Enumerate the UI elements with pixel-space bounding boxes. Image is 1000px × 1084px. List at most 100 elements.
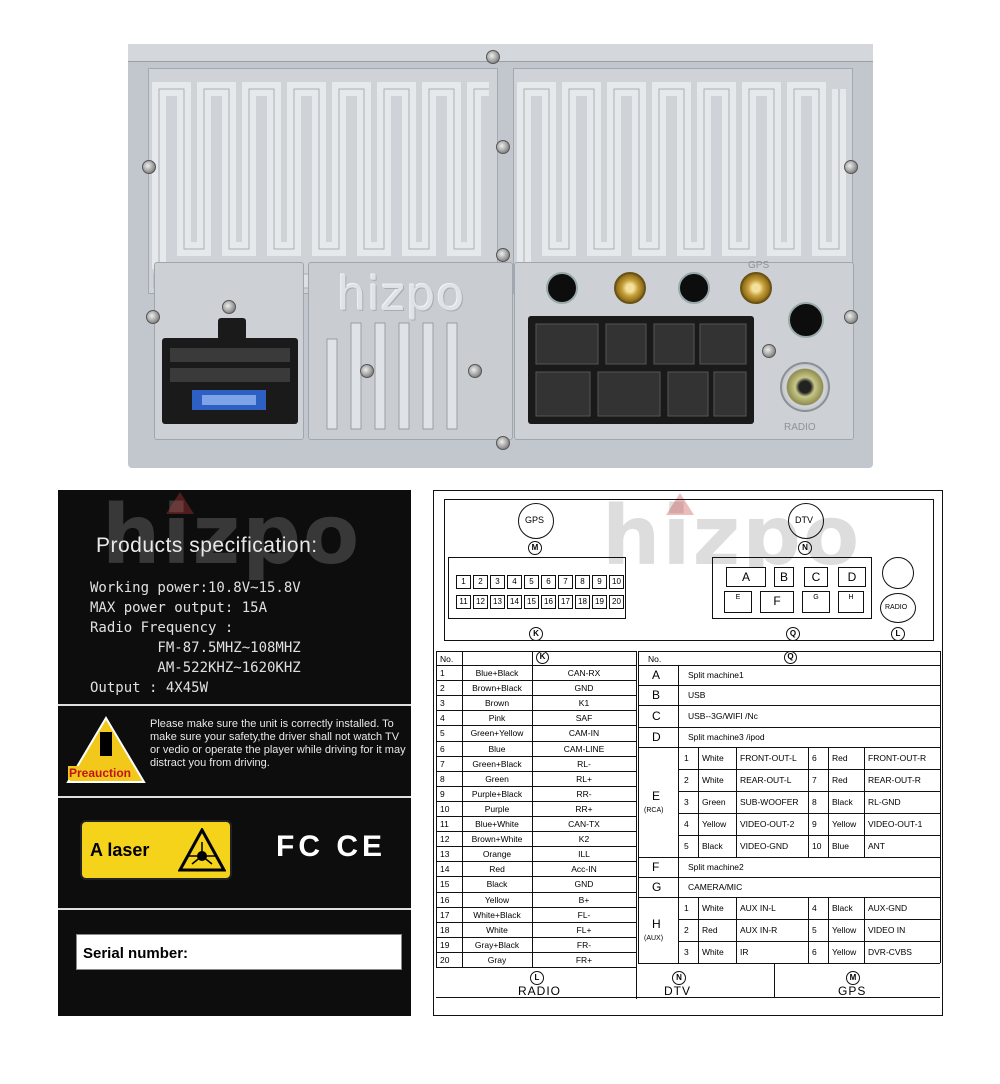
- table-row-function: REAR-OUT-R: [868, 775, 921, 785]
- table-grid-line: [678, 835, 940, 836]
- table-row-color: Green: [485, 773, 509, 784]
- table-row-function: REAR-OUT-L: [740, 775, 792, 785]
- spec-line: Radio Frequency :: [90, 620, 234, 636]
- table-row-color: Blue: [832, 841, 850, 851]
- table-row-color: Brown+White: [471, 834, 523, 845]
- table-row-color: Black: [486, 879, 508, 890]
- table-row-function: AUX-GND: [868, 903, 908, 913]
- table-grid-line: [436, 816, 636, 817]
- table-row-function: GND: [574, 683, 594, 694]
- table-row-no: 6: [440, 743, 445, 754]
- dtv-port-label: DTV: [795, 515, 813, 525]
- spec-line: Output : 4X45W: [90, 680, 209, 696]
- serial-label: Serial number:: [83, 945, 189, 962]
- table-row-no: 15: [440, 879, 450, 890]
- table-grid-line: [698, 747, 699, 857]
- table-row-function: AUX IN-L: [740, 903, 776, 913]
- warning-text: Please make sure the unit is correctly i…: [150, 718, 406, 769]
- table-row-function: RL-: [577, 758, 591, 769]
- label-n: N: [798, 541, 812, 555]
- table-row-color: Red: [702, 925, 718, 935]
- connector-latch: [218, 318, 246, 340]
- q-block-g: G: [802, 591, 830, 613]
- spec-line: FM-87.5MHZ~108MHZ: [90, 640, 301, 656]
- table-row-color: Brown: [484, 698, 510, 709]
- heatsink-left: [148, 68, 498, 294]
- table-row-color: White: [486, 924, 508, 935]
- footer-dtv: DTV: [664, 984, 691, 998]
- screw-icon: [762, 344, 776, 358]
- screw-icon: [844, 310, 858, 324]
- screw-icon: [496, 436, 510, 450]
- table-grid-line: [808, 897, 809, 963]
- table-grid-line: [436, 800, 636, 802]
- table-row-no: 17: [440, 909, 450, 920]
- warning-sign: Preauction: [66, 716, 146, 786]
- table-row-pin: 8: [812, 797, 817, 807]
- table-row-color: Yellow: [832, 947, 857, 957]
- sma-connector-icon: [614, 272, 646, 304]
- table-grid-line: [638, 705, 940, 706]
- table-row-function: AUX IN-R: [740, 925, 778, 935]
- table-row-desc: Split machine2: [688, 862, 744, 872]
- table-row-function: ILL: [578, 849, 590, 860]
- table-grid-line: [436, 695, 636, 697]
- divider: [58, 908, 411, 910]
- spec-line: AM-522KHZ~1620KHZ: [90, 660, 301, 676]
- table-row-no: 16: [440, 894, 450, 905]
- k-pin: 1: [456, 575, 471, 589]
- table-row-no: 3: [440, 698, 445, 709]
- table-row-color: Brown+Black: [472, 683, 522, 694]
- k-pin: 3: [490, 575, 505, 589]
- screw-icon: [146, 310, 160, 324]
- table-row-color: White+Black: [473, 909, 521, 920]
- table-grid-line: [436, 846, 636, 848]
- table-grid-line: [436, 967, 636, 968]
- table-row-letter: G: [652, 881, 662, 893]
- connector-diagram: [444, 499, 934, 641]
- q-block-f: F: [760, 591, 794, 613]
- table-row-pin: 10: [812, 841, 822, 851]
- table-row-function: CAN-TX: [568, 819, 600, 829]
- table-grid-line: [436, 785, 636, 787]
- table-grid-line: [638, 897, 940, 898]
- table-row-color: Black: [832, 797, 853, 807]
- table-row-letter: A: [652, 669, 661, 681]
- table-grid-line: [678, 791, 940, 792]
- table-row-function: K2: [578, 834, 590, 845]
- radio-hole: [788, 302, 824, 338]
- table-row-no: 8: [440, 773, 445, 784]
- table-grid-line: [436, 861, 636, 863]
- table-grid-line: [864, 747, 865, 857]
- table-row-pin: 1: [684, 753, 689, 763]
- table-grid-line: [678, 665, 679, 963]
- table-grid-line: [436, 876, 636, 878]
- table-row-color: White: [702, 753, 724, 763]
- q-connector-outline: [712, 557, 872, 619]
- table-row-function: DVR-CVBS: [868, 947, 912, 957]
- laser-label: A laser: [90, 840, 150, 860]
- table-row-pin: 4: [684, 819, 689, 829]
- table-grid-line: [638, 857, 940, 858]
- table-row-function: VIDEO-OUT-2: [740, 819, 795, 829]
- k-pin: 12: [473, 595, 488, 609]
- table-row-function: FL+: [576, 924, 592, 935]
- table-row-pin: 2: [684, 775, 689, 785]
- k-pin: 15: [524, 595, 539, 609]
- table-row-no: 2: [440, 683, 445, 694]
- gps-port-icon: GPS: [518, 503, 554, 539]
- k-pin: 14: [507, 595, 522, 609]
- screw-icon: [468, 364, 482, 378]
- table-row-letter: B: [652, 689, 661, 701]
- k-pin: 18: [575, 595, 590, 609]
- table-grid-line: [436, 951, 636, 953]
- table-row-pin: 7: [812, 775, 817, 785]
- k-pin: 10: [609, 575, 624, 589]
- q-block-d: D: [838, 567, 866, 587]
- table-row-letter: H: [652, 918, 661, 930]
- watermark-dot-icon: [166, 492, 194, 514]
- table-row-desc: USB: [688, 690, 706, 700]
- table-row-function: VIDEO-OUT-1: [868, 819, 923, 829]
- table-header: No.: [648, 654, 662, 664]
- table-row-function: ANT: [868, 841, 885, 851]
